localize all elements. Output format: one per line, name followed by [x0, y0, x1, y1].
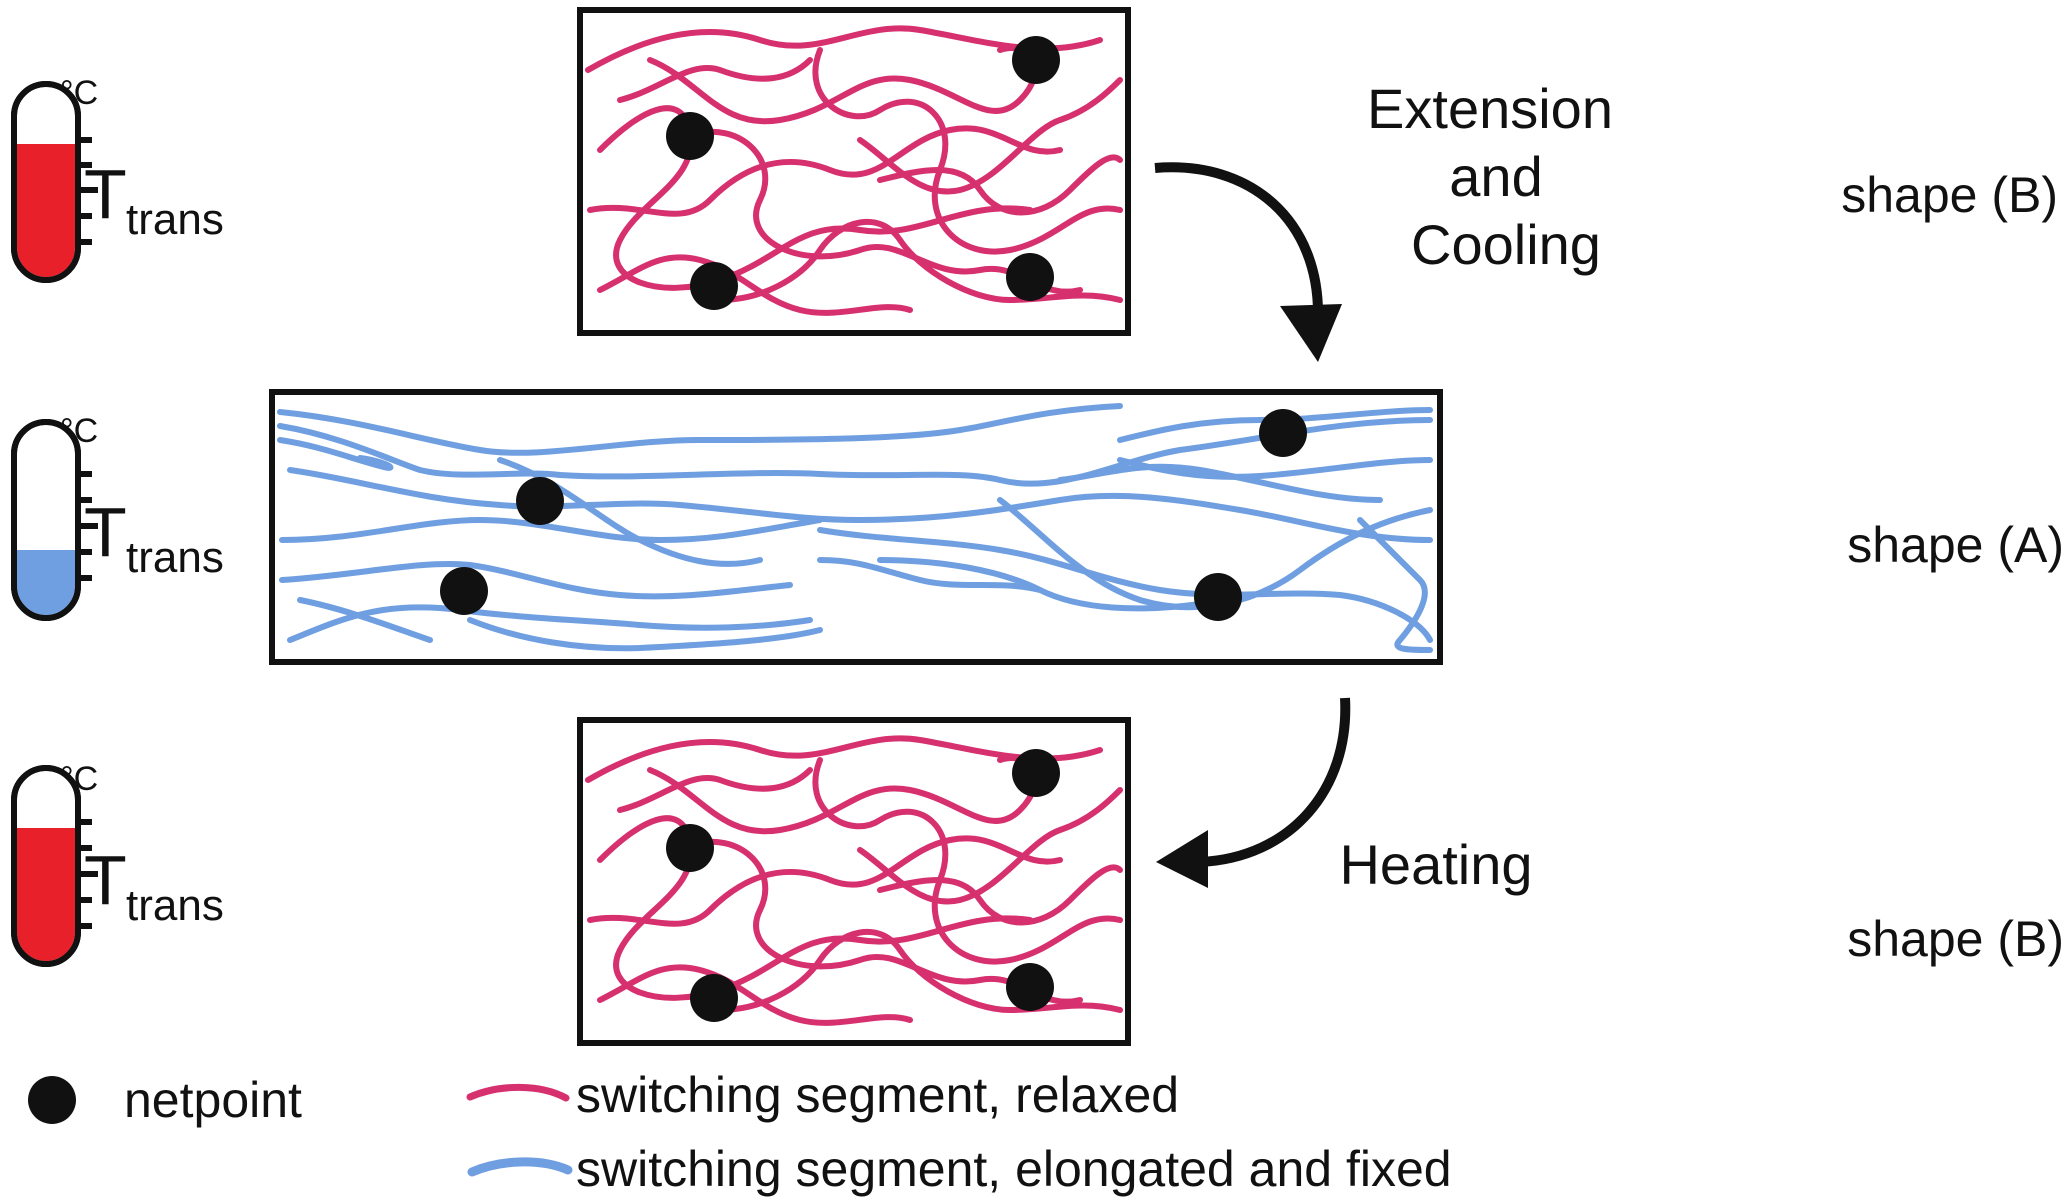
netpoints [666, 36, 1060, 310]
thermometer-bottom: °C T trans [11, 760, 224, 967]
transition-label-extension: Extension [1367, 77, 1613, 140]
curved-arrow-left [1156, 697, 1351, 888]
legend-elongated-swatch [467, 1157, 573, 1177]
netpoints [666, 749, 1060, 1022]
shape-label-top: shape (B) [1841, 167, 2058, 223]
thermo-label: T [84, 155, 127, 233]
transition-label-heating: Heating [1339, 833, 1532, 896]
netpoint-dot [440, 567, 488, 615]
thermometer-icon [11, 419, 98, 621]
netpoint-dot [1012, 36, 1060, 84]
legend-relaxed-label: switching segment, relaxed [576, 1067, 1179, 1123]
thermo-unit: °C [60, 412, 98, 450]
netpoint-dot [690, 262, 738, 310]
thermo-label: T [84, 493, 127, 571]
thermometer-icon [11, 81, 98, 283]
thermometer-icon [11, 765, 98, 967]
thermometer-top: °C T trans [11, 74, 224, 283]
netpoint-dot [516, 477, 564, 525]
transition-label-cooling: Cooling [1411, 213, 1601, 276]
thermo-unit: °C [60, 74, 98, 112]
netpoint-dot [1012, 749, 1060, 797]
transition-label-and: and [1449, 145, 1542, 208]
thermometer-middle: °C T trans [11, 412, 224, 621]
netpoint-dot [690, 974, 738, 1022]
legend-elongated-label: switching segment, elongated and fixed [576, 1141, 1452, 1197]
shape-label-middle: shape (A) [1847, 517, 2064, 573]
legend-netpoint-dot [28, 1076, 76, 1124]
netpoint-dot [1194, 573, 1242, 621]
network-box-middle [269, 389, 1443, 665]
network-box-bottom [577, 717, 1131, 1046]
netpoint-dot [1259, 409, 1307, 457]
netpoints [440, 409, 1307, 621]
elongated-chains [277, 403, 1433, 653]
legend: netpoint switching segment, relaxed swit… [28, 1067, 1452, 1197]
netpoint-dot [666, 112, 714, 160]
netpoint-dot [1006, 963, 1054, 1011]
thermo-unit: °C [60, 760, 98, 798]
shape-label-bottom: shape (B) [1847, 911, 2064, 967]
curved-arrow-down [1154, 162, 1342, 362]
thermo-sub: trans [126, 195, 224, 244]
thermo-label: T [84, 841, 127, 919]
netpoint-dot [666, 824, 714, 872]
thermo-sub: trans [126, 881, 224, 930]
legend-netpoint-label: netpoint [124, 1072, 302, 1128]
legend-relaxed-swatch [466, 1083, 570, 1102]
thermo-sub: trans [126, 533, 224, 582]
network-box-top [577, 7, 1131, 336]
netpoint-dot [1006, 253, 1054, 301]
